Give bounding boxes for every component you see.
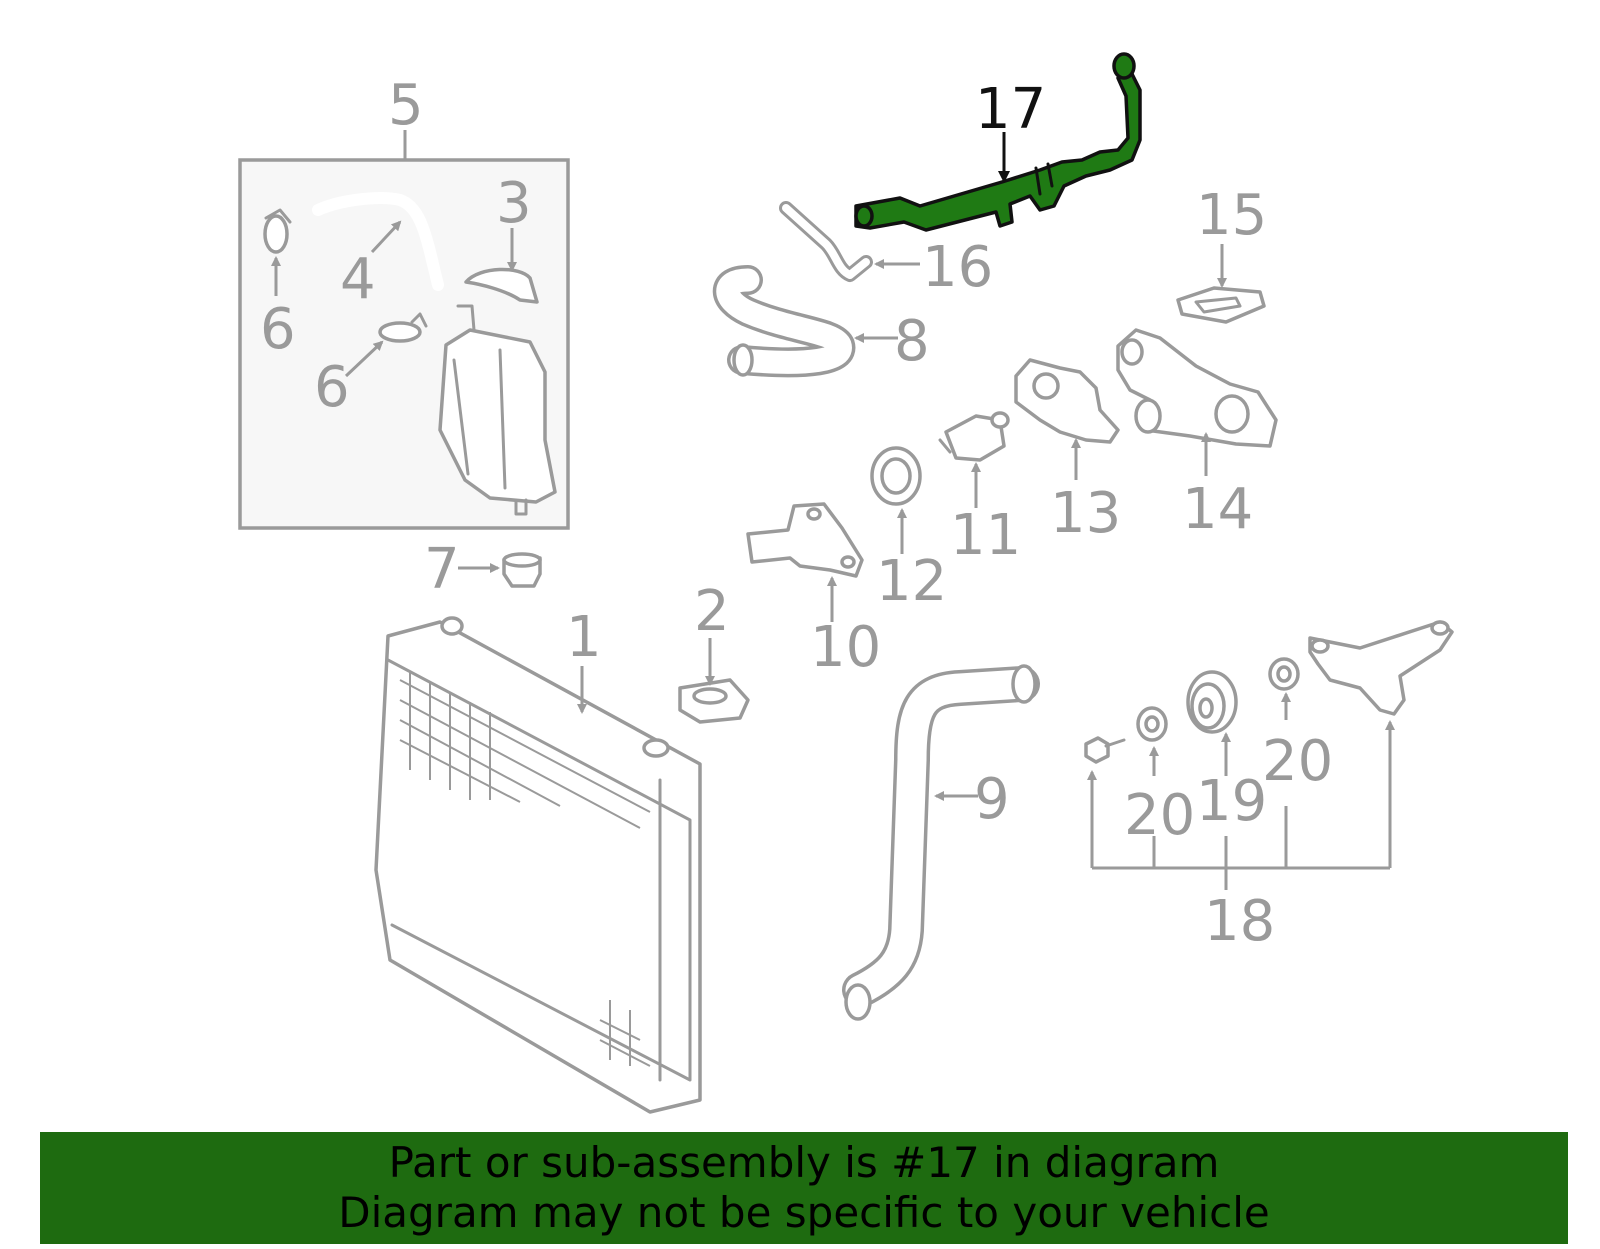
reservoir-cap-part-4[interactable] bbox=[464, 267, 539, 304]
callout-7: 7 bbox=[424, 537, 460, 602]
callout-13: 13 bbox=[1050, 481, 1121, 546]
callout-16: 16 bbox=[922, 235, 993, 300]
callout-18: 18 bbox=[1204, 889, 1275, 954]
gasket-part-15[interactable] bbox=[1176, 286, 1266, 324]
water-pipe-part-17-highlighted[interactable] bbox=[854, 52, 1142, 232]
info-banner: Part or sub-assembly is #17 in diagram D… bbox=[40, 1132, 1568, 1244]
callout-9: 9 bbox=[974, 767, 1010, 832]
lower-radiator-hose-part-9[interactable] bbox=[842, 664, 1040, 1021]
water-inlet-part-10[interactable] bbox=[746, 502, 864, 578]
water-outlet-housing-part-14[interactable] bbox=[1116, 328, 1278, 448]
callout-3: 5 bbox=[388, 73, 424, 138]
thermostat-housing-part-13[interactable] bbox=[1014, 358, 1120, 444]
bolt-part-18[interactable] bbox=[1084, 736, 1126, 764]
callout-17: 17 bbox=[975, 77, 1046, 142]
callout-20a: 20 bbox=[1124, 783, 1195, 848]
callout-12: 12 bbox=[876, 549, 947, 614]
banner-line-2: Diagram may not be specific to your vehi… bbox=[338, 1188, 1270, 1237]
callout-6b: 6 bbox=[314, 355, 350, 420]
callout-4: 3 bbox=[496, 171, 532, 236]
thermostat-gasket-part-12[interactable] bbox=[870, 446, 922, 506]
banner-line-1: Part or sub-assembly is #17 in diagram bbox=[388, 1138, 1220, 1187]
washer-part-20b[interactable] bbox=[1268, 657, 1300, 691]
idler-pulley-part-19[interactable] bbox=[1186, 670, 1238, 734]
callout-8: 8 bbox=[894, 309, 930, 374]
callout-5: 4 bbox=[340, 247, 376, 312]
temperature-sensor-part-11[interactable] bbox=[938, 411, 1010, 462]
upper-radiator-hose-part-8[interactable] bbox=[712, 265, 856, 378]
washer-part-20a[interactable] bbox=[1136, 706, 1168, 742]
callout-14: 14 bbox=[1182, 477, 1253, 542]
callout-1: 1 bbox=[566, 605, 602, 670]
parts-diagram: 5 6 4 3 6 7 bbox=[238, 52, 1454, 1114]
drain-plug-part-7[interactable] bbox=[502, 552, 542, 588]
radiator-cap-part-2[interactable] bbox=[678, 678, 750, 724]
callout-15: 15 bbox=[1196, 183, 1267, 248]
callout-20b: 20 bbox=[1262, 729, 1333, 794]
coolant-reservoir-tank[interactable] bbox=[438, 304, 557, 516]
hose-clamp-part-6b[interactable] bbox=[378, 312, 428, 343]
callout-2: 2 bbox=[694, 579, 730, 644]
callout-6a: 6 bbox=[260, 297, 296, 362]
callout-10: 10 bbox=[810, 615, 881, 680]
hose-clamp-part-6[interactable] bbox=[263, 208, 292, 254]
bypass-pipe-part-16[interactable] bbox=[779, 201, 873, 282]
radiator-part-1[interactable] bbox=[374, 616, 702, 1114]
reservoir-hose-part-5[interactable] bbox=[312, 192, 444, 291]
callout-19: 19 bbox=[1196, 769, 1267, 834]
callout-11: 11 bbox=[950, 503, 1021, 568]
idler-bracket[interactable] bbox=[1308, 620, 1454, 716]
